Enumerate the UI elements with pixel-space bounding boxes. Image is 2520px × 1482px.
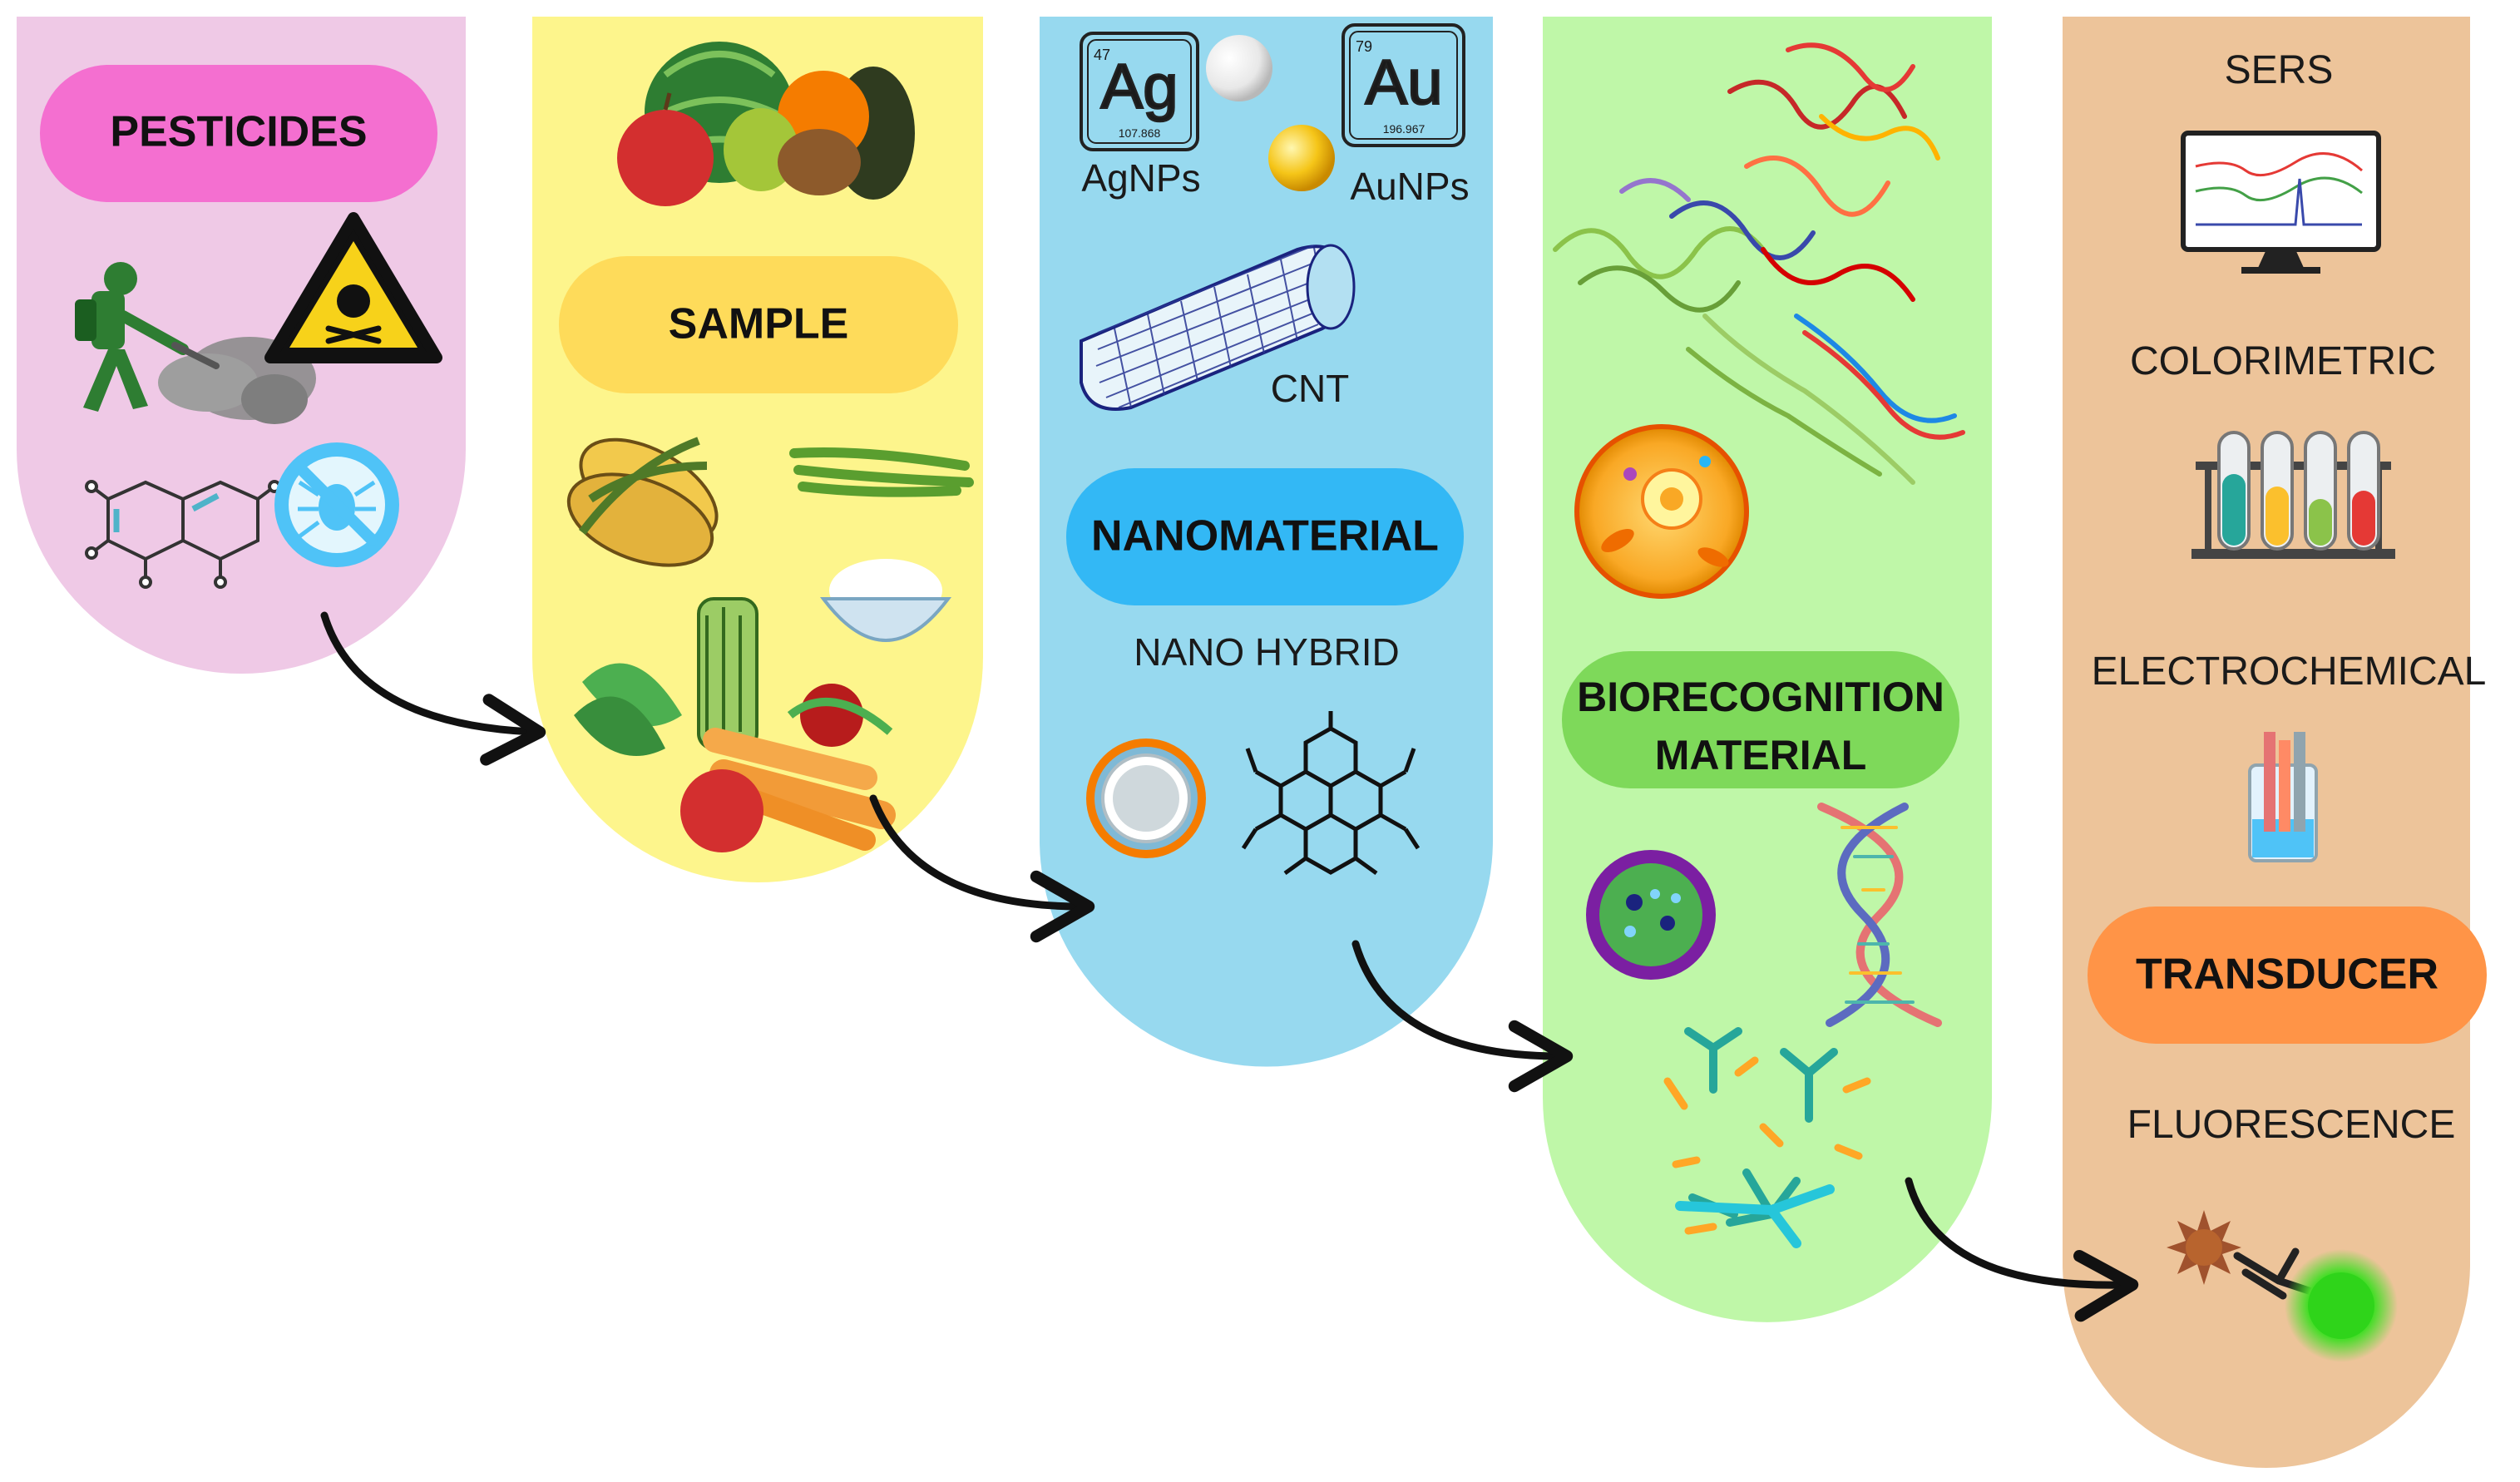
nanomaterial-pill <box>1066 468 1464 605</box>
core-shell-particle-icon <box>1086 739 1206 858</box>
biorecognition-pill <box>1562 651 1959 788</box>
agnps-label: AgNPs <box>1081 156 1200 200</box>
carbon-nanotube-icon <box>1080 244 1356 411</box>
aunps-label: AuNPs <box>1350 165 1469 208</box>
sers-label: SERS <box>2225 48 2334 92</box>
toxic-hazard-icon <box>264 212 442 363</box>
au-element-icon: 79 Au 196.967 <box>1342 23 1465 147</box>
dna-helix-icon <box>1817 803 1942 1027</box>
nano-hybrid-label: NANO HYBRID <box>1134 630 1399 674</box>
sample-label: SAMPLE <box>669 300 849 348</box>
ag-symbol: Ag <box>1101 52 1178 122</box>
green-beans-icon <box>789 447 974 497</box>
sample-panel <box>532 17 983 882</box>
test-tubes-icon <box>2191 431 2395 559</box>
corn-icon <box>566 437 719 567</box>
sample-pill <box>559 256 958 393</box>
arrow-sample-to-nanomaterial <box>869 794 1095 943</box>
transducer-label: TRANSDUCER <box>2136 951 2438 999</box>
au-atomic-mass: 196.967 <box>1383 122 1426 136</box>
arrow-biorecognition-to-transducer <box>1905 1177 2139 1322</box>
virus-icon <box>1586 850 1716 980</box>
ag-atomic-mass: 107.868 <box>1119 126 1161 140</box>
cnt-label: CNT <box>1271 367 1350 410</box>
rice-bowl-icon <box>819 559 952 642</box>
ag-atomic-number: 47 <box>1094 47 1110 63</box>
pesticides-label: PESTICIDES <box>110 108 367 156</box>
arrow-pesticides-to-sample <box>320 611 546 766</box>
ag-element-icon: 47 Ag 107.868 <box>1080 32 1199 151</box>
antibodies-icon <box>1663 1027 1871 1248</box>
fruits-icon <box>617 42 915 206</box>
au-symbol: Au <box>1366 47 1443 118</box>
colorimetric-label: COLORIMETRIC <box>2130 339 2436 383</box>
arrow-nanomaterial-to-biorecognition <box>1351 940 1574 1093</box>
fluorescent-antibody-icon <box>2167 1210 2398 1362</box>
biorecognition-label-line1: BIORECOGNITION <box>1577 674 1944 720</box>
transducer-pill <box>2088 906 2487 1044</box>
gold-nanoparticle-icon <box>1268 125 1335 191</box>
au-atomic-number: 79 <box>1356 38 1372 55</box>
vegetables-icon <box>574 597 896 852</box>
biorecognition-label-line2: MATERIAL <box>1655 732 1867 778</box>
graphene-lattice-icon <box>1241 711 1421 876</box>
sprayer-worker-icon <box>75 262 316 424</box>
molecule-structure-icon <box>85 480 281 589</box>
fluorescence-label: FLUORESCENCE <box>2127 1103 2456 1147</box>
nanomaterial-label: NANOMATERIAL <box>1091 512 1439 561</box>
no-tick-icon <box>274 442 399 567</box>
spectrum-monitor-icon <box>2181 131 2381 274</box>
pesticides-pill <box>40 65 437 202</box>
silver-nanoparticle-icon <box>1206 35 1272 101</box>
electrochemical-label: ELECTROCHEMICAL <box>2092 650 2487 694</box>
electrochemical-cell-icon <box>2248 732 2318 862</box>
cell-icon <box>1574 424 1749 599</box>
protein-structure-icon <box>1553 42 1965 485</box>
